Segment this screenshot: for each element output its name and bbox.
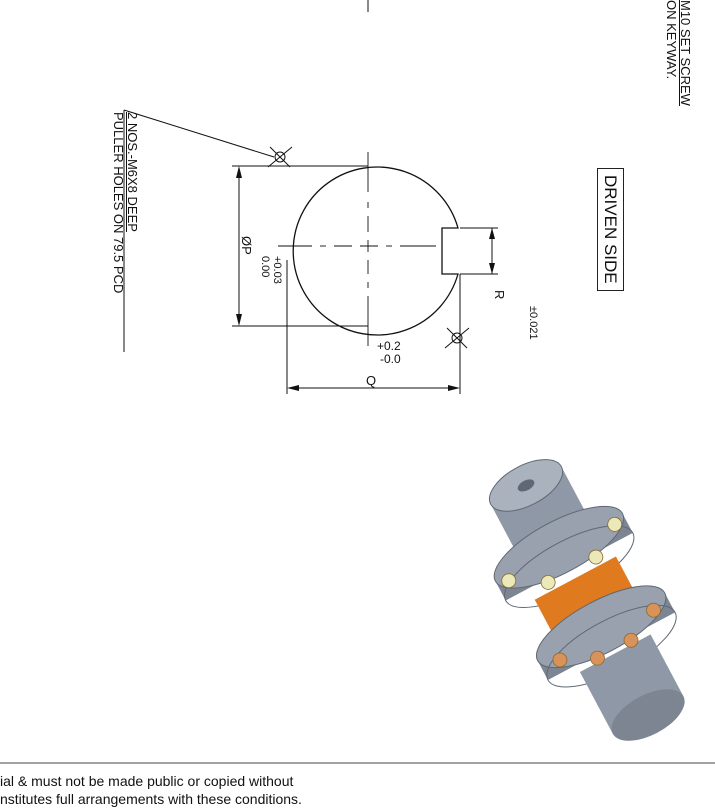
flange-disc-pack xyxy=(493,505,635,609)
bore-tolerance: +0.03 0.00 xyxy=(259,256,283,284)
hub-driving xyxy=(579,634,685,741)
keyway-depth-dimension xyxy=(286,260,461,394)
keyway-depth-tol-lower: -0.0 xyxy=(380,352,401,367)
coupling-3d-illustration xyxy=(488,459,685,741)
driven-side-label: DRIVEN SIDE xyxy=(597,168,624,291)
bore-profile xyxy=(292,166,459,336)
puller-line-1: 2 NOS.-M6X8 DEEP xyxy=(125,112,140,232)
footer-line-2: nstitutes full arrangements with these c… xyxy=(0,791,302,807)
set-screw-note: M10 SET SCREW ON KEYWAY. xyxy=(664,0,693,106)
keyway-depth-tolerance: +0.2 -0.0 xyxy=(377,339,401,367)
footer-line-1: ial & must not be made public or copied … xyxy=(0,773,294,789)
bore-tol-upper: +0.03 xyxy=(271,256,283,284)
puller-hole-top xyxy=(267,146,293,168)
bolts xyxy=(501,516,661,668)
bore-dimension-label: ØP xyxy=(239,236,254,255)
puller-line-2: PULLER HOLES ON 79.5 PCD xyxy=(111,112,126,294)
set-screw-line-2: ON KEYWAY. xyxy=(664,0,679,80)
keyway-depth-tol-upper: +0.2 xyxy=(377,339,401,353)
puller-hole-bottom xyxy=(444,327,470,349)
bore-tol-lower: 0.00 xyxy=(259,256,271,278)
keyway-width-label: R xyxy=(492,290,507,300)
set-screw-line-1: M10 SET SCREW xyxy=(678,0,693,106)
center-lines xyxy=(278,152,436,346)
puller-holes-note: 2 NOS.-M6X8 DEEP PULLER HOLES ON 79.5 PC… xyxy=(111,112,140,294)
keyway-depth-label: Q xyxy=(366,373,377,388)
keyway-width-dimension xyxy=(460,227,498,275)
keyway-width-tolerance: ±0.021 xyxy=(527,306,539,340)
bore-dimension xyxy=(232,165,368,327)
puller-hole-leader xyxy=(123,109,275,352)
